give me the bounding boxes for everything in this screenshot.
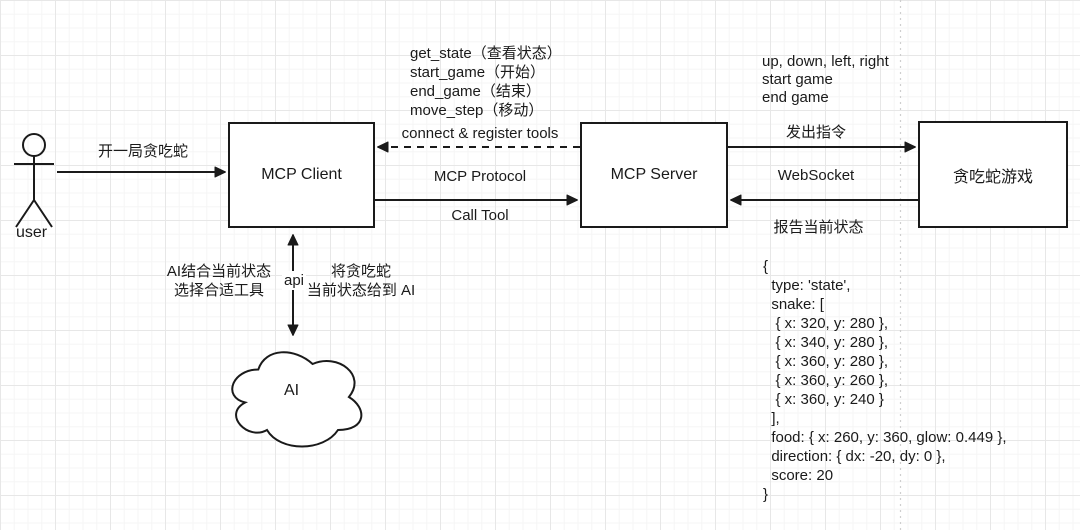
- node-snake-game: 贪吃蛇游戏: [918, 121, 1068, 228]
- note-state-to-ai: 将贪吃蛇 当前状态给到 AI: [306, 263, 416, 299]
- edge-label-call-tool: Call Tool: [451, 207, 509, 224]
- mcp-server-label: MCP Server: [610, 166, 698, 183]
- edge-label-websocket: WebSocket: [777, 167, 855, 184]
- ai-cloud-shape: [231, 351, 363, 448]
- node-mcp-client: MCP Client: [228, 122, 375, 228]
- note-ai-selects-tool: AI结合当前状态 选择合适工具: [166, 263, 272, 299]
- note-game-commands: up, down, left, right start game end gam…: [762, 53, 889, 106]
- note-state-payload: { type: 'state', snake: [ { x: 320, y: 2…: [763, 258, 1007, 503]
- snake-game-label: 贪吃蛇游戏: [952, 168, 1033, 186]
- ai-cloud-label: AI: [284, 382, 300, 399]
- edge-label-api: api: [282, 271, 307, 290]
- node-mcp-server: MCP Server: [580, 122, 728, 228]
- edge-label-user-to-client: 开一局贪吃蛇: [97, 143, 188, 160]
- user-figure-icon: [14, 133, 54, 228]
- user-label: user: [16, 224, 48, 241]
- note-tool-list: get_state（查看状态） start_game（开始） end_game（…: [410, 45, 562, 119]
- edge-label-send-command: 发出指令: [785, 124, 846, 141]
- edge-label-connect-register: connect & register tools: [401, 125, 559, 142]
- edge-label-mcp-protocol: MCP Protocol: [433, 168, 527, 185]
- mcp-client-label: MCP Client: [261, 166, 342, 183]
- edge-label-report-state: 报告当前状态: [773, 219, 864, 236]
